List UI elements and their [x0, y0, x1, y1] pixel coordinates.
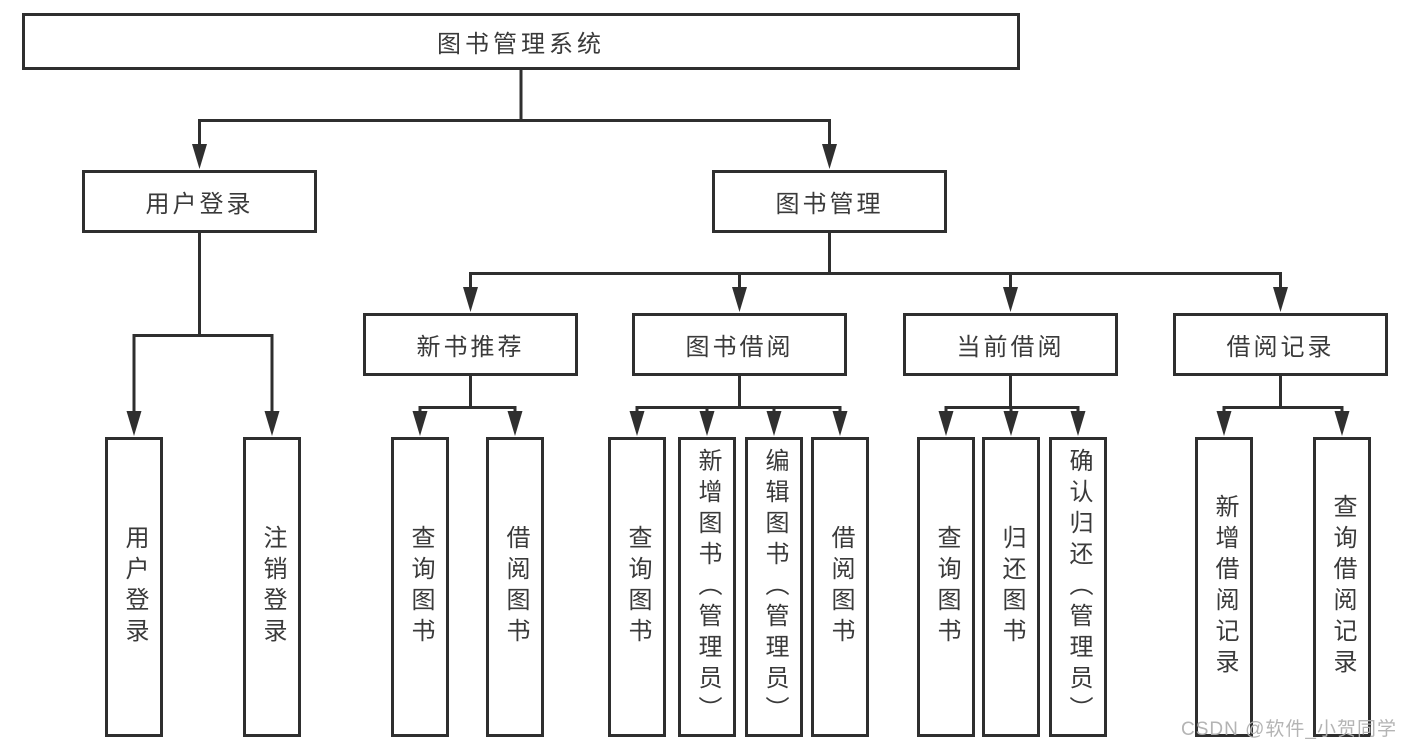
- node-label: 当前借阅: [956, 334, 1065, 361]
- node-leaf-query-books-1: 查询图书: [391, 437, 449, 737]
- node-label: 编辑图书（管理员）: [761, 447, 788, 727]
- node-label: 注销登录: [259, 525, 286, 649]
- node-user-login: 用户登录: [82, 170, 317, 233]
- node-leaf-confirm-return-admin: 确认归还（管理员）: [1049, 437, 1107, 737]
- node-leaf-add-borrow-record: 新增借阅记录: [1195, 437, 1253, 737]
- node-label: 查询图书: [933, 525, 960, 649]
- node-leaf-query-books-3: 查询图书: [917, 437, 975, 737]
- node-label: 归还图书: [998, 525, 1025, 649]
- node-label: 新增借阅记录: [1211, 494, 1238, 680]
- node-label: 借阅记录: [1226, 334, 1335, 361]
- node-leaf-query-books-2: 查询图书: [608, 437, 666, 737]
- node-label: 图书管理: [775, 191, 884, 218]
- node-leaf-edit-book-admin: 编辑图书（管理员）: [745, 437, 803, 737]
- node-label: 图书借阅: [685, 334, 794, 361]
- watermark: CSDN @软件_小贺同学: [1181, 719, 1397, 740]
- node-label: 新增图书（管理员）: [694, 447, 721, 727]
- node-borrowing-records: 借阅记录: [1173, 313, 1388, 376]
- node-label: 借阅图书: [827, 525, 854, 649]
- node-label: 用户登录: [121, 525, 148, 649]
- node-label: 新书推荐: [416, 334, 525, 361]
- node-leaf-query-borrow-record: 查询借阅记录: [1313, 437, 1371, 737]
- node-leaf-logout: 注销登录: [243, 437, 301, 737]
- node-book-management: 图书管理: [712, 170, 947, 233]
- node-label: 查询图书: [407, 525, 434, 649]
- node-library-system: 图书管理系统: [22, 13, 1020, 70]
- node-current-borrowing: 当前借阅: [903, 313, 1118, 376]
- node-label: 图书管理系统: [437, 31, 605, 58]
- node-leaf-user-login: 用户登录: [105, 437, 163, 737]
- node-leaf-borrow-books-2: 借阅图书: [811, 437, 869, 737]
- node-label: 用户登录: [145, 191, 254, 218]
- node-label: 确认归还（管理员）: [1065, 447, 1092, 727]
- node-label: 查询借阅记录: [1329, 494, 1356, 680]
- node-leaf-add-book-admin: 新增图书（管理员）: [678, 437, 736, 737]
- node-label: 借阅图书: [502, 525, 529, 649]
- node-book-borrowing: 图书借阅: [632, 313, 847, 376]
- node-leaf-return-book: 归还图书: [982, 437, 1040, 737]
- node-label: 查询图书: [624, 525, 651, 649]
- node-new-book-recommend: 新书推荐: [363, 313, 578, 376]
- node-leaf-borrow-books-1: 借阅图书: [486, 437, 544, 737]
